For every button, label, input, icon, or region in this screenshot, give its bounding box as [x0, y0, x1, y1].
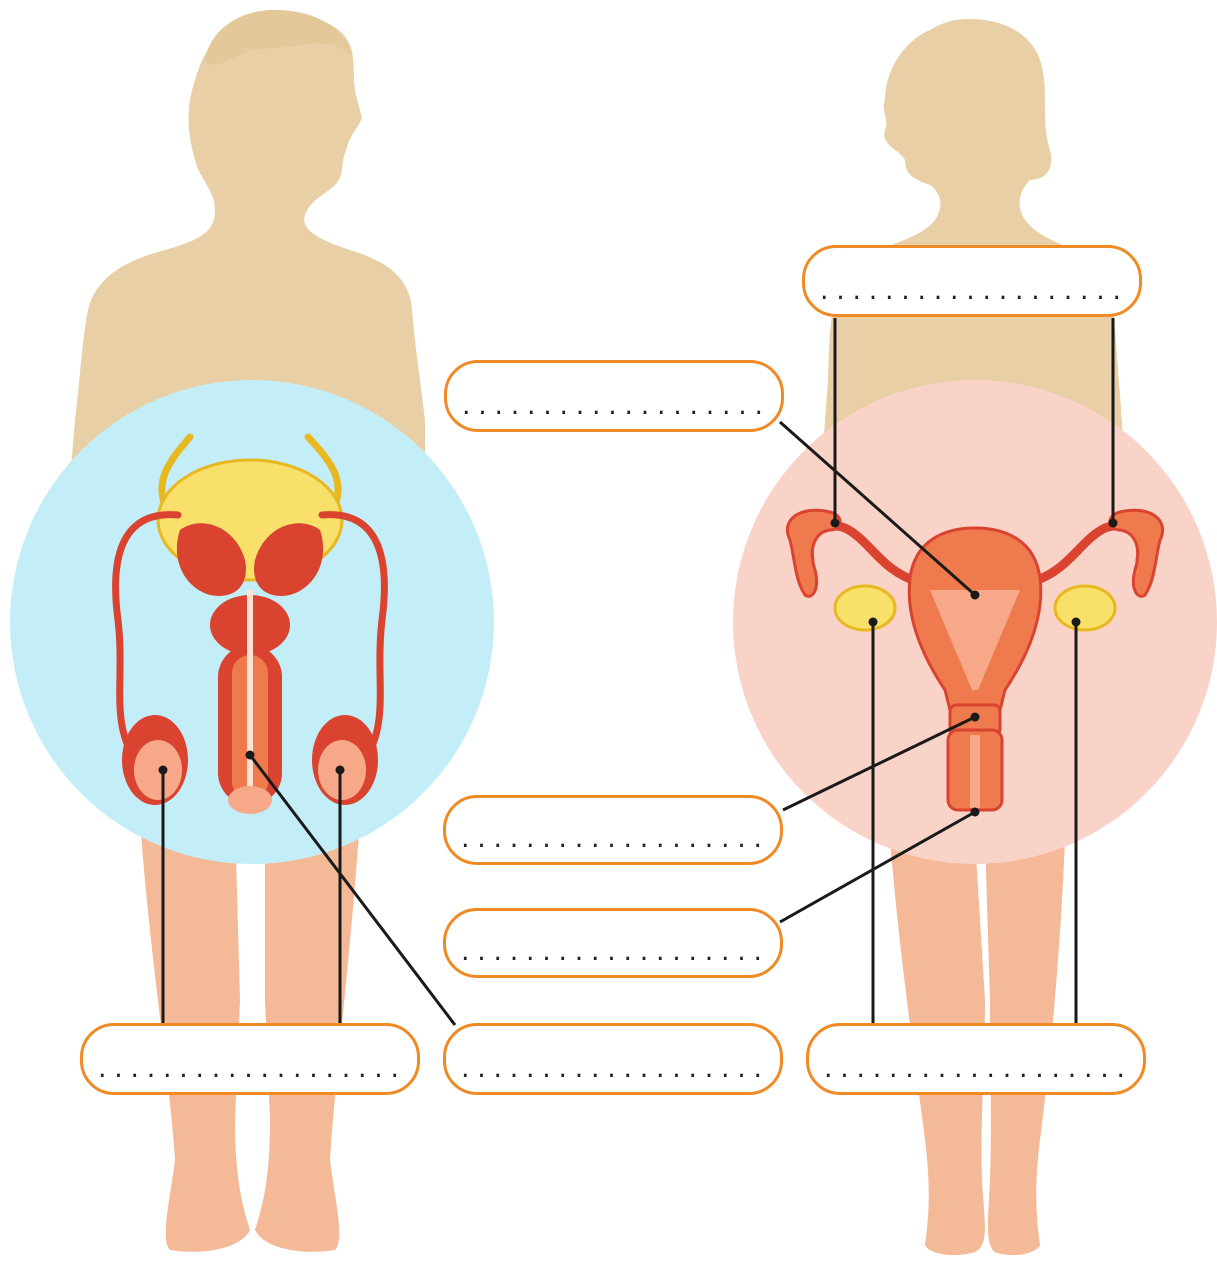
leader-endpoint-dot [159, 766, 168, 775]
leader-endpoint-dot [336, 766, 345, 775]
leader-endpoint-dot [971, 808, 980, 817]
leader-endpoint-dot [971, 591, 980, 600]
label-box-female-bottom[interactable]: ................... [806, 1023, 1146, 1095]
female-ovary-left [835, 586, 895, 630]
female-ovary-right [1055, 586, 1115, 630]
leader-endpoint-dot [1109, 519, 1118, 528]
label-dots: ................... [96, 1060, 405, 1082]
label-box-center-top[interactable]: ................... [444, 360, 784, 432]
leader-endpoint-dot [869, 618, 878, 627]
label-dots: ................... [822, 1060, 1131, 1082]
leader-endpoint-dot [971, 713, 980, 722]
label-box-center-bottom[interactable]: ................... [443, 1023, 783, 1095]
leader-endpoint-dot [1072, 618, 1081, 627]
label-dots: ................... [818, 282, 1127, 304]
label-dots: ................... [459, 1060, 768, 1082]
male-glans [228, 786, 272, 814]
label-box-male-bottom[interactable]: ................... [80, 1023, 420, 1095]
leader-endpoint-dot [246, 751, 255, 760]
label-box-center-mid[interactable]: ................... [443, 795, 783, 865]
male-testis-left [134, 740, 182, 800]
label-dots: ................... [459, 830, 768, 852]
leader-endpoint-dot [831, 519, 840, 528]
label-box-female-top[interactable]: ................... [802, 245, 1142, 317]
label-dots: ................... [460, 397, 769, 419]
label-box-center-lower[interactable]: ................... [443, 908, 783, 978]
label-dots: ................... [459, 943, 768, 965]
